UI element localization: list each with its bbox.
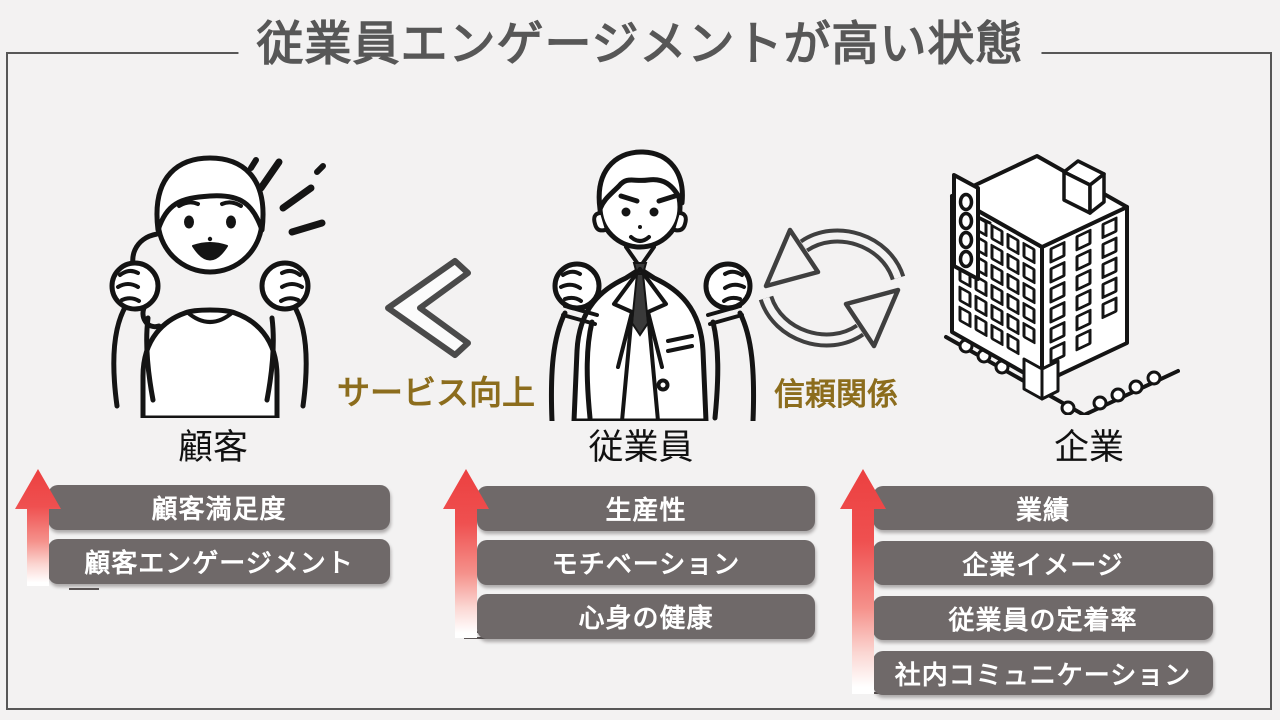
benefit-bar: 顧客満足度 — [48, 485, 390, 530]
cheering-woman-icon — [109, 155, 326, 418]
service-improvement-label: サービス向上 — [337, 374, 535, 411]
cycle-arrows-icon — [758, 227, 906, 349]
benefit-bar: 心身の健康 — [477, 594, 815, 639]
actor-label-customer: 顧客 — [177, 428, 248, 467]
benefit-bar: 生産性 — [477, 486, 815, 531]
cheering-businessman-icon — [548, 149, 757, 421]
chevron-left-icon — [385, 258, 471, 358]
benefit-bar: 業績 — [873, 486, 1213, 530]
benefit-list-employee: 生産性 モチベーション 心身の健康 — [477, 486, 815, 648]
bar-shadow-decoration — [60, 582, 140, 592]
office-building-icon — [944, 154, 1180, 415]
trust-relationship-label: 信頼関係 — [774, 377, 898, 412]
page-title: 従業員エンゲージメントが高い状態 — [238, 13, 1042, 75]
benefit-bar: モチベーション — [477, 540, 815, 585]
benefit-bar: 企業イメージ — [873, 541, 1213, 585]
benefit-bar: 従業員の定着率 — [873, 596, 1213, 640]
actor-label-employee: 従業員 — [588, 428, 694, 467]
benefit-list-company: 業績 企業イメージ 従業員の定着率 社内コミュニケーション — [873, 486, 1213, 706]
benefit-bar: 社内コミュニケーション — [873, 651, 1213, 695]
benefit-list-customer: 顧客満足度 顧客エンゲージメント — [48, 485, 390, 593]
actor-label-company: 企業 — [1053, 428, 1124, 467]
benefit-bar: 顧客エンゲージメント — [48, 539, 390, 584]
